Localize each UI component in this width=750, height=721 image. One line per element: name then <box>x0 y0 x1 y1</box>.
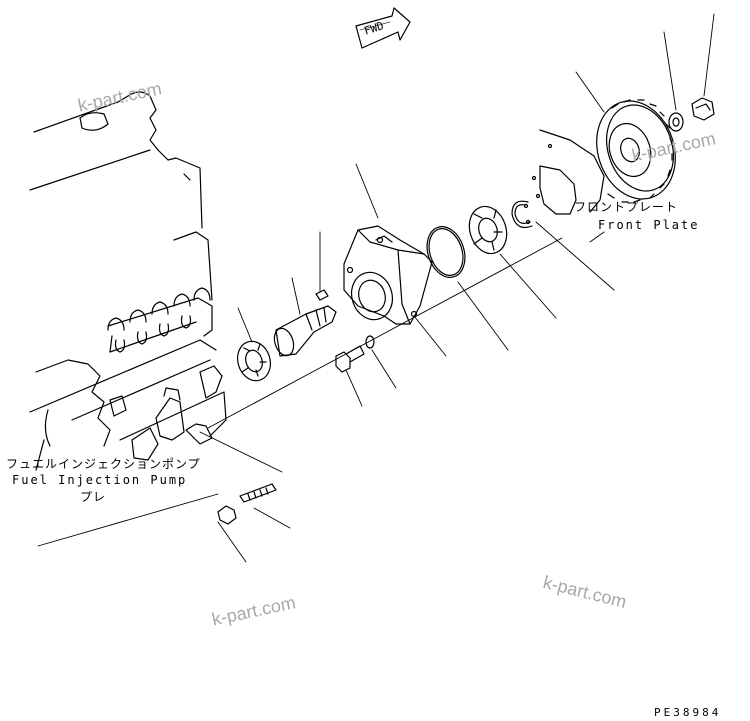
drawing-code: PE38984 <box>654 706 722 719</box>
fuel-pump-en-label: Fuel Injection Pump <box>12 473 188 487</box>
fwd-arrow-icon <box>355 7 411 49</box>
bearing-right <box>468 205 508 255</box>
gear-housing <box>343 225 433 325</box>
key-part <box>315 289 329 301</box>
snap-ring <box>511 200 533 229</box>
bearing-left <box>236 340 272 382</box>
drive-gear <box>596 99 676 203</box>
front-plate <box>531 129 605 215</box>
stud-axis-line <box>199 431 283 473</box>
stud-bolt <box>239 483 277 503</box>
front-plate-en-label: Front Plate <box>598 218 700 232</box>
gear-washer <box>668 112 684 132</box>
fuel-pump-sub-label: プレ <box>80 490 107 504</box>
drive-shaft <box>273 305 337 357</box>
leader-lines <box>37 13 715 563</box>
gear-nut <box>691 97 715 121</box>
fuel-injection-pump <box>29 287 227 471</box>
engine-block <box>29 91 213 301</box>
fuel-pump-jp-label: フュエルインジェクションポンプ <box>6 457 201 471</box>
bolt-part <box>335 345 365 373</box>
washer-part <box>365 335 375 349</box>
o-ring <box>426 226 466 278</box>
assembly-axis-line <box>207 237 563 429</box>
stud-nut <box>217 505 237 525</box>
front-plate-jp-label: フロントプレート <box>574 200 679 214</box>
